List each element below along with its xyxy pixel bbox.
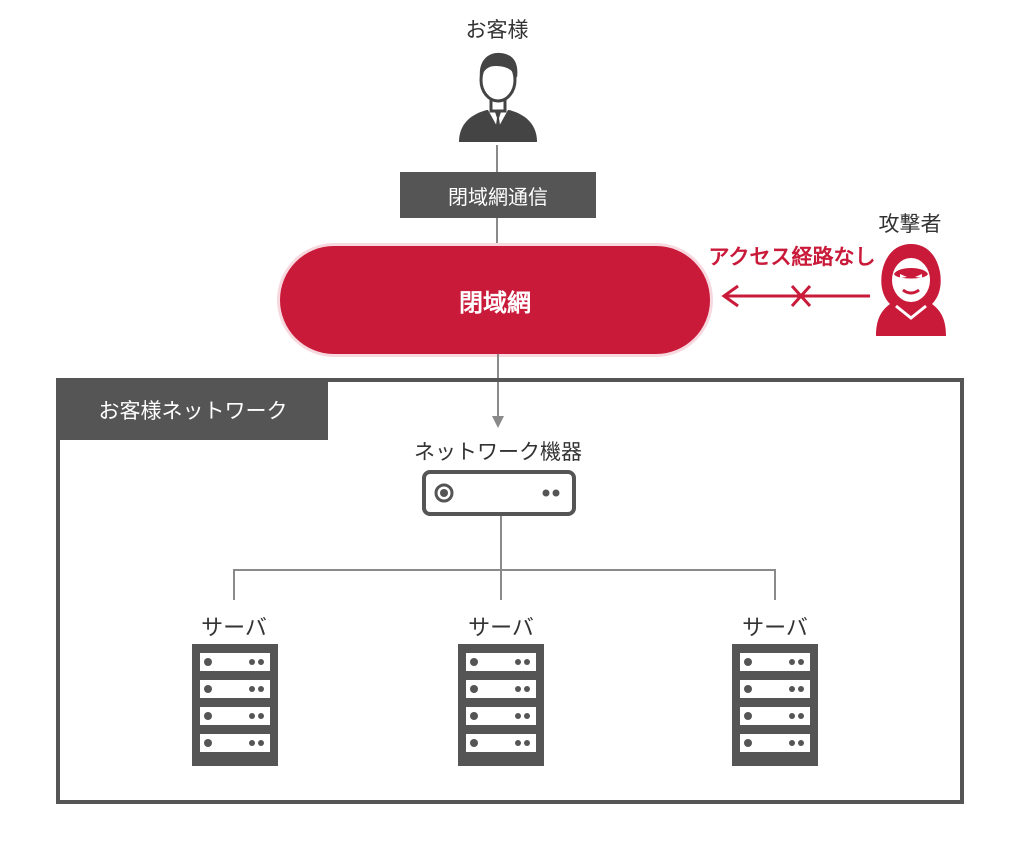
customer-label: お客様 xyxy=(465,18,529,42)
network-device-label: ネットワーク機器 xyxy=(414,440,582,464)
closed-network-pill: 閉域網 xyxy=(280,246,710,354)
closed-network-communication-label: 閉域網通信 xyxy=(448,184,548,209)
connector-line xyxy=(233,570,235,600)
cross-mark-icon xyxy=(790,284,812,308)
no-access-route-label: アクセス経路なし xyxy=(708,245,876,269)
connector-line xyxy=(774,570,776,600)
connector-line xyxy=(500,516,502,570)
closed-network-label: 閉域網 xyxy=(459,288,531,317)
network-device-icon xyxy=(422,470,576,516)
closed-network-communication-box: 閉域網通信 xyxy=(400,172,596,218)
blocked-arrow xyxy=(721,284,870,308)
hooded-attacker-icon xyxy=(876,244,946,336)
businessman-icon xyxy=(459,52,537,142)
server-rack-icon xyxy=(732,644,818,766)
server-label: サーバ xyxy=(468,616,534,641)
customer-network-frame xyxy=(56,378,964,804)
connector-line xyxy=(496,145,498,172)
customer-network-tab: お客様ネットワーク xyxy=(58,380,328,440)
server-rack-icon xyxy=(458,644,544,766)
customer-network-label: お客様ネットワーク xyxy=(98,399,288,423)
connector-line xyxy=(233,569,776,571)
server-rack-icon xyxy=(192,644,278,766)
server-label: サーバ xyxy=(742,616,808,641)
down-arrow xyxy=(492,354,504,428)
connector-line xyxy=(500,570,502,600)
connector-line xyxy=(496,218,498,246)
server-label: サーバ xyxy=(201,616,267,641)
attacker-label: 攻撃者 xyxy=(878,212,942,236)
